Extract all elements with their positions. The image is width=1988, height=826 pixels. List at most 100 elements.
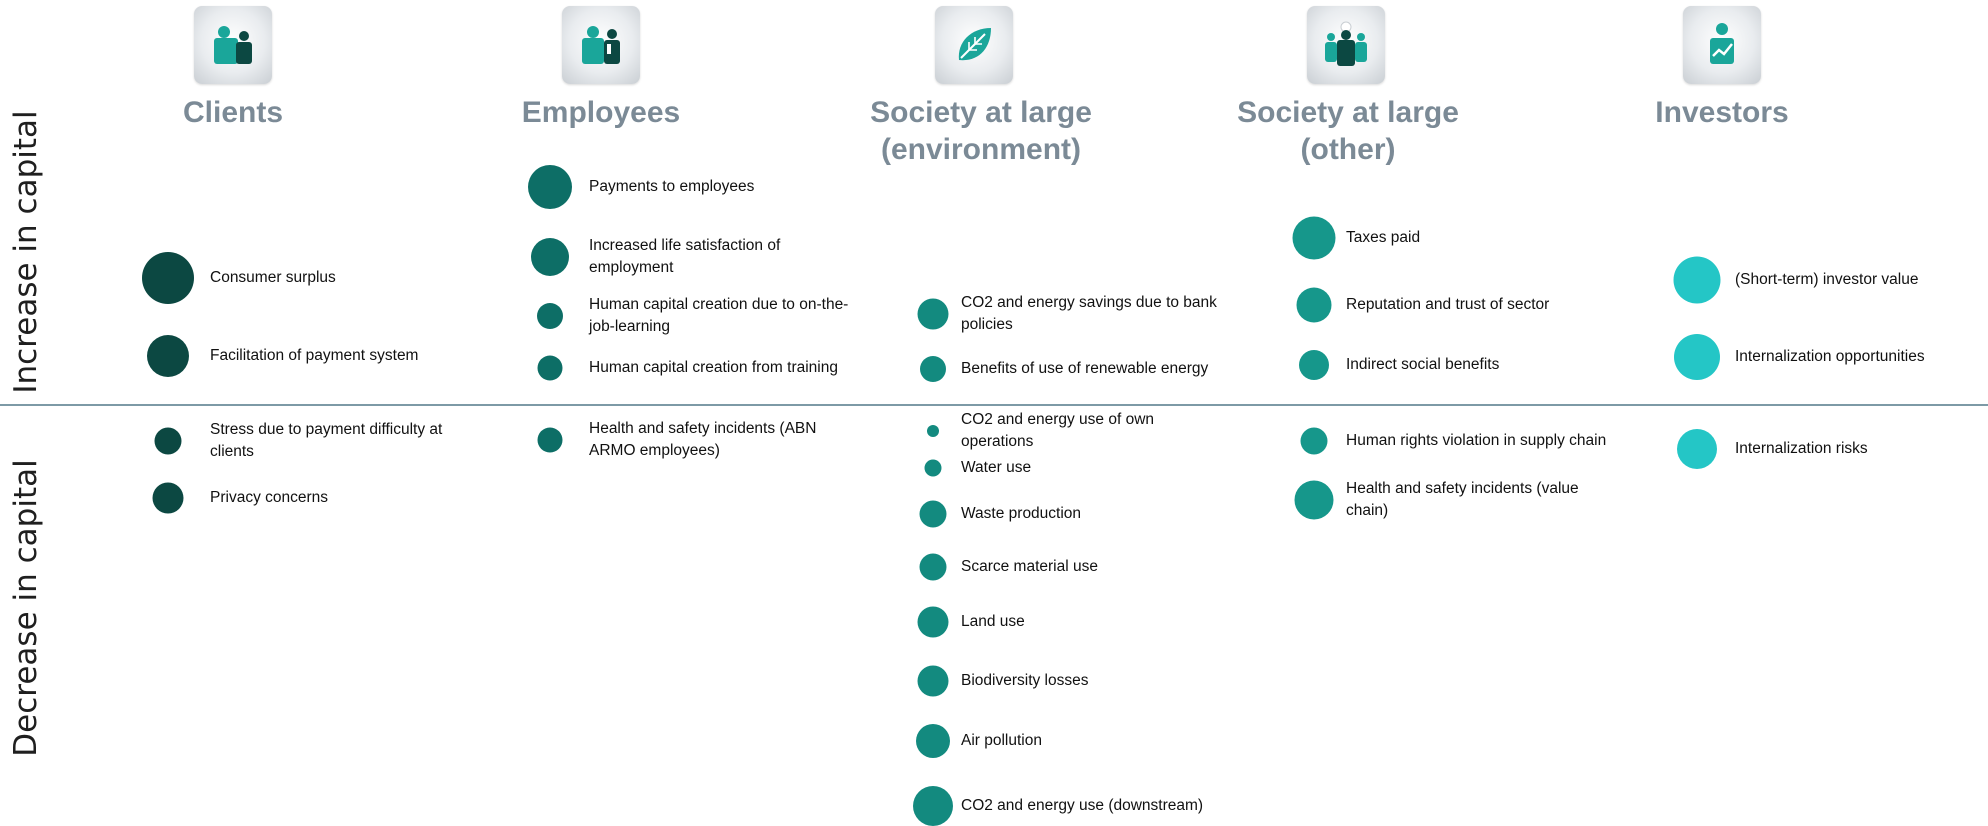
investors-increase-bubble (1674, 334, 1720, 380)
environment-increase-bubble (917, 298, 949, 330)
environment-decrease-label: Air pollution (961, 730, 1042, 752)
item-label-line: Increased life satisfaction of (589, 237, 781, 254)
item-label-line: clients (210, 443, 254, 460)
employees-increase-label: Human capital creation from training (589, 357, 838, 379)
clients-increase-bubble (142, 252, 194, 304)
environment-increase-label: Benefits of use of renewable energy (961, 358, 1208, 380)
other-decrease-label: Human rights violation in supply chain (1346, 430, 1606, 452)
item-label-line: Water use (961, 459, 1032, 476)
column-title-line: (environment) (880, 133, 1081, 166)
item-label-line: Reputation and trust of sector (1346, 296, 1550, 313)
investors-increase-label: Internalization opportunities (1735, 346, 1925, 368)
employees-decrease-label: Health and safety incidents (ABN ARMO emp… (589, 418, 816, 462)
item-label-line: Internalization opportunities (1735, 348, 1925, 365)
clients-decrease-label: Privacy concerns (210, 487, 328, 509)
increase-decrease-divider (0, 404, 1988, 406)
item-label-line: Air pollution (961, 732, 1042, 749)
item-label-line: Human capital creation from training (589, 359, 838, 376)
environment-decrease-bubble (916, 724, 950, 758)
environment-decrease-label: Biodiversity losses (961, 670, 1089, 692)
clients-increase-bubble (147, 335, 189, 377)
environment-decrease-bubble (919, 553, 947, 581)
item-label-line: Scarce material use (961, 558, 1098, 575)
item-label-line: CO2 and energy use of own (961, 411, 1155, 428)
other-decrease-bubble (1300, 427, 1328, 455)
item-label-line: Payments to employees (589, 178, 755, 195)
item-label-line: CO2 and energy use (downstream) (961, 797, 1204, 814)
environment-column-title: Society at large (environment) (821, 94, 1141, 168)
employees-increase-bubble (531, 238, 569, 276)
environment-decrease-bubble (927, 425, 939, 437)
item-label-line: (Short-term) investor value (1735, 271, 1919, 288)
investors-column-title: Investors (1562, 94, 1882, 131)
investors-decrease-label: Internalization risks (1735, 438, 1868, 460)
item-label-line: Facilitation of payment system (210, 347, 419, 364)
environment-decrease-bubble (913, 786, 953, 826)
other-increase-bubble (1292, 216, 1336, 260)
environment-decrease-label: Land use (961, 611, 1025, 633)
item-label-line: Taxes paid (1346, 229, 1421, 246)
other-decrease-bubble (1294, 480, 1334, 520)
item-label-line: Benefits of use of renewable energy (961, 360, 1209, 377)
employees-decrease-bubble (537, 427, 563, 453)
environment-decrease-bubble (917, 606, 949, 638)
item-label-line: job-learning (589, 318, 670, 335)
employees-increase-bubble (537, 303, 563, 329)
item-label-line: Human rights violation in supply chain (1346, 432, 1607, 449)
team-icon (562, 6, 640, 84)
employees-increase-bubble (528, 165, 572, 209)
item-label-line: Consumer surplus (210, 269, 336, 286)
investor-icon (1683, 6, 1761, 84)
column-title-line: Employees (521, 96, 681, 129)
employees-increase-label: Human capital creation due to on-the-job… (589, 294, 848, 338)
investors-increase-label: (Short-term) investor value (1735, 269, 1918, 291)
item-label-line: operations (961, 433, 1034, 450)
column-title-line: Clients (182, 96, 284, 129)
item-label-line: Indirect social benefits (1346, 356, 1500, 373)
item-label-line: Land use (961, 613, 1025, 630)
environment-decrease-label: CO2 and energy use (downstream) (961, 795, 1203, 817)
decrease-axis-label: Decrease in capital (8, 459, 44, 757)
other-increase-bubble (1296, 287, 1332, 323)
other-increase-bubble (1299, 350, 1329, 380)
other-increase-label: Reputation and trust of sector (1346, 294, 1549, 316)
community-icon (1307, 6, 1385, 84)
clients-decrease-label: Stress due to payment difficulty at clien… (210, 419, 442, 463)
leaf-icon (935, 6, 1013, 84)
column-title-line: Society at large (1237, 96, 1459, 129)
other-increase-label: Taxes paid (1346, 227, 1420, 249)
item-label-line: Internalization risks (1735, 440, 1868, 457)
item-label-line: Biodiversity losses (961, 672, 1089, 689)
environment-decrease-bubble (917, 665, 949, 697)
item-label-line: Human capital creation due to on-the- (589, 296, 849, 313)
environment-decrease-bubble (924, 459, 942, 477)
increase-axis-label: Increase in capital (8, 110, 44, 394)
item-label-line: ARMO employees) (589, 442, 720, 459)
clients-decrease-bubble (154, 427, 182, 455)
item-label-line: Health and safety incidents (ABN (589, 420, 817, 437)
item-label-line: chain) (1346, 502, 1389, 519)
column-title-line: Society at large (870, 96, 1092, 129)
item-label-line: Waste production (961, 505, 1082, 522)
environment-decrease-label: CO2 and energy use of own operations (961, 409, 1154, 453)
environment-increase-bubble (920, 356, 946, 382)
employees-increase-label: Increased life satisfaction of employment (589, 235, 780, 279)
employees-increase-label: Payments to employees (589, 176, 754, 198)
item-label-line: employment (589, 259, 674, 276)
clients-decrease-bubble (152, 482, 184, 514)
item-label-line: policies (961, 316, 1013, 333)
other-increase-label: Indirect social benefits (1346, 354, 1499, 376)
investors-decrease-bubble (1677, 429, 1717, 469)
clients-increase-label: Facilitation of payment system (210, 345, 418, 367)
column-title-line: (other) (1300, 133, 1396, 166)
environment-decrease-label: Water use (961, 457, 1031, 479)
item-label-line: Privacy concerns (210, 489, 329, 506)
item-label-line: Stress due to payment difficulty at (210, 421, 443, 438)
clients-column-title: Clients (73, 94, 393, 131)
clients-increase-label: Consumer surplus (210, 267, 336, 289)
environment-decrease-bubble (919, 500, 947, 528)
column-title-line: Investors (1655, 96, 1789, 129)
